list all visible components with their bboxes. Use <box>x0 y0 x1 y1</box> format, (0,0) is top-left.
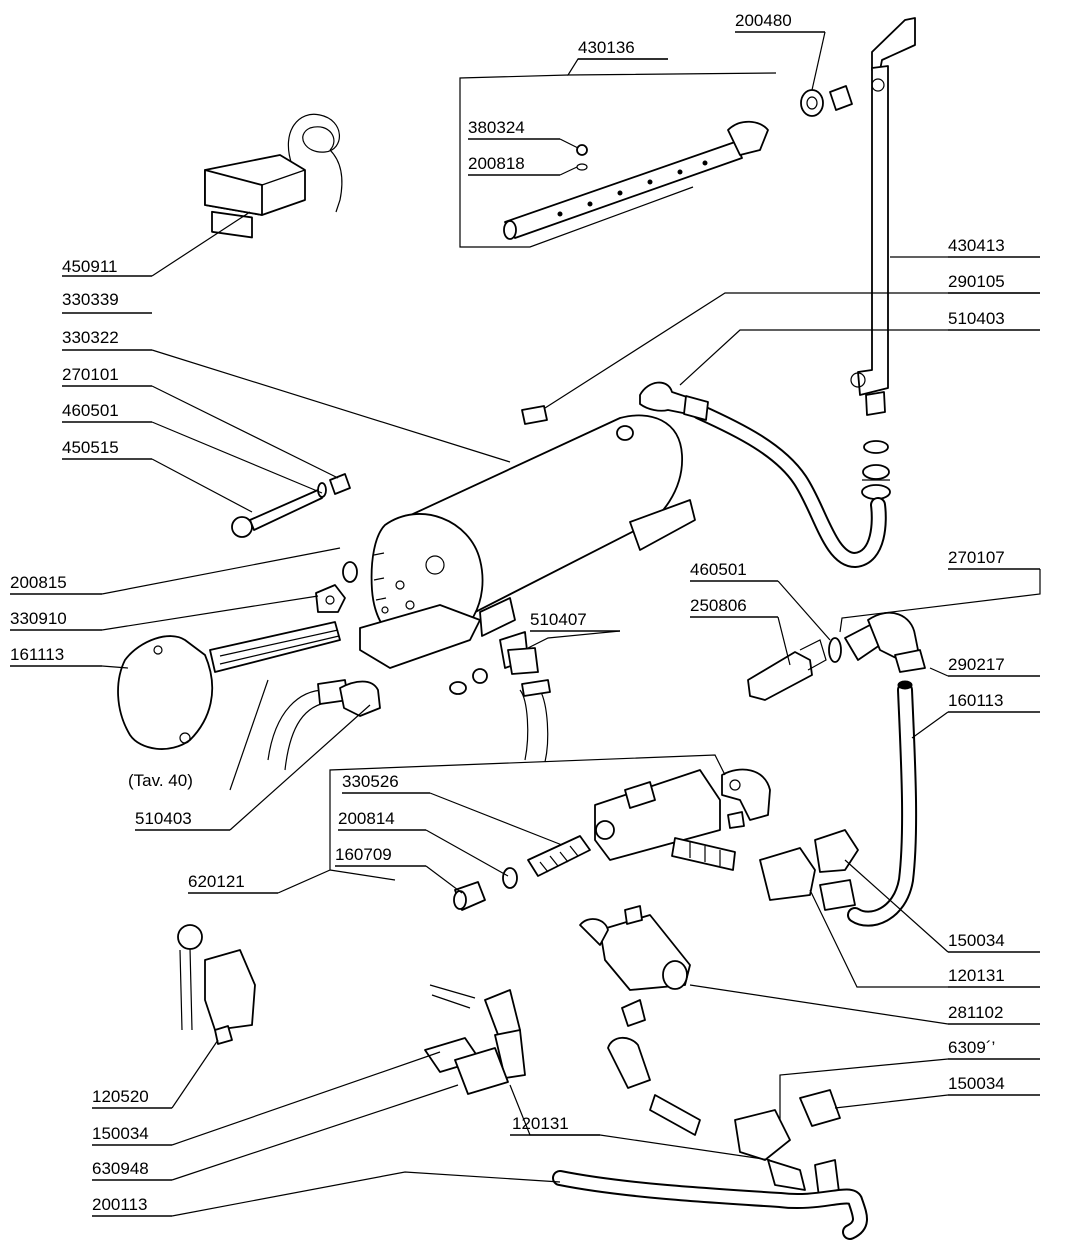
label-450911: 450911 <box>62 257 117 276</box>
label-tav40: (Tav. 40) <box>128 771 193 790</box>
label-430413: 430413 <box>948 236 1005 255</box>
filter-part-330526 <box>527 835 591 877</box>
probe-part-450515 <box>231 473 351 538</box>
vertical-bar-part-430413 <box>850 17 916 500</box>
label-200814: 200814 <box>338 809 395 828</box>
label-290105: 290105 <box>948 272 1005 291</box>
label-450515: 450515 <box>62 438 119 457</box>
label-161113: 161113 <box>10 645 64 664</box>
label-270101: 270101 <box>62 365 119 384</box>
flange-part-330910 <box>315 584 346 613</box>
label-200113: 200113 <box>92 1195 147 1214</box>
label-160113: 160113 <box>948 691 1003 710</box>
label-460501-right: 460501 <box>690 560 747 579</box>
label-510407: 510407 <box>530 610 587 629</box>
label-200480: 200480 <box>735 11 792 30</box>
label-430136: 430136 <box>578 38 635 57</box>
label-330910: 330910 <box>10 609 67 628</box>
gasket-part-200815 <box>342 561 358 583</box>
boiler-part-330339 <box>359 414 696 669</box>
label-120520: 120520 <box>92 1087 149 1106</box>
tube-part-160113 <box>847 680 918 927</box>
label-200818: 200818 <box>468 154 525 173</box>
thermostat-part-450911 <box>204 113 343 239</box>
label-150034-mid: 150034 <box>948 931 1005 950</box>
label-160709: 160709 <box>335 845 392 864</box>
label-150034-left: 150034 <box>92 1124 149 1143</box>
spray-tube-part-430136 <box>503 120 769 240</box>
valve-body-part-620121 <box>594 768 859 911</box>
valve-part-281102 <box>579 905 691 1027</box>
part-number-labels: 450911 330339 330322 270101 460501 45051… <box>10 11 1005 1214</box>
label-120131-right: 120131 <box>948 966 1005 985</box>
label-330339: 330339 <box>62 290 119 309</box>
hose-part-510403-lower <box>267 679 381 771</box>
label-510403-upper: 510403 <box>948 309 1005 328</box>
label-330322: 330322 <box>62 328 119 347</box>
label-281102: 281102 <box>948 1003 1003 1022</box>
fitting-part-270107 <box>747 611 926 701</box>
heating-element-part-161113 <box>117 621 341 750</box>
leader-lines <box>10 31 1041 1217</box>
label-380324: 380324 <box>468 118 525 137</box>
hose-part-510403-upper <box>639 381 887 569</box>
plug-part-160709 <box>453 881 486 911</box>
tee-fitting-part-510407 <box>449 631 551 763</box>
label-270107: 270107 <box>948 548 1005 567</box>
hose-part-200113 <box>552 1170 868 1240</box>
label-150034-right: 150034 <box>948 1074 1005 1093</box>
label-120131-bottom: 120131 <box>512 1114 569 1133</box>
label-620121: 620121 <box>188 872 245 891</box>
label-630948: 630948 <box>92 1159 149 1178</box>
label-330526: 330526 <box>342 772 399 791</box>
label-460501-left: 460501 <box>62 401 119 420</box>
label-290217: 290217 <box>948 655 1005 674</box>
label-200815: 200815 <box>10 573 67 592</box>
label-630947: 6309´’ <box>948 1038 995 1057</box>
solenoid-part-630947-right <box>607 1036 841 1206</box>
solenoid-part-150034-left <box>424 984 526 1095</box>
ring-part-200814 <box>502 867 518 889</box>
coil-part-120520 <box>177 924 256 1045</box>
bushing-part-200480 <box>800 85 853 117</box>
label-250806: 250806 <box>690 596 747 615</box>
label-510403-lower: 510403 <box>135 809 192 828</box>
cap-part-290105 <box>521 405 548 425</box>
